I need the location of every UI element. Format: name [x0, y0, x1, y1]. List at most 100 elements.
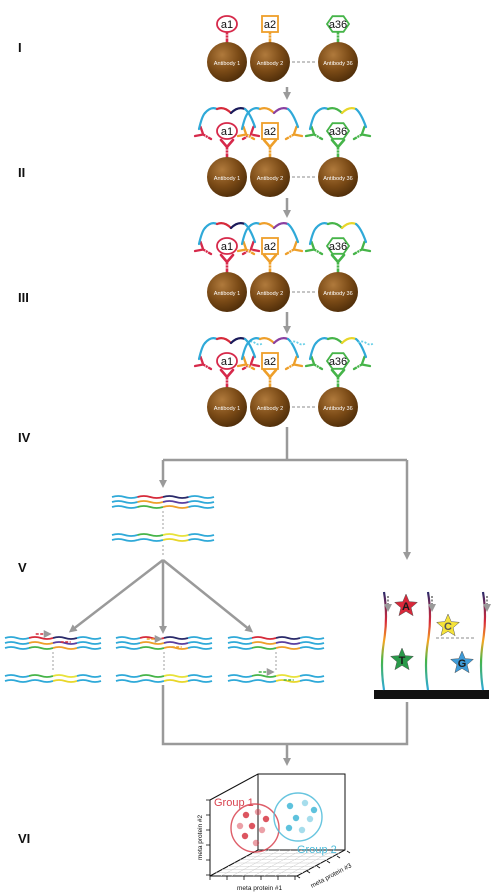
antibody-bead: Antibody 1: [207, 272, 247, 312]
bead-label: Antibody 2: [257, 406, 283, 412]
stage-label-6: VI: [18, 831, 31, 846]
antibody-bead: Antibody 2: [250, 387, 290, 427]
bead-label: Antibody 2: [257, 291, 283, 297]
dna-strand: [111, 533, 215, 537]
bead-label: Antibody 36: [323, 61, 353, 67]
antigen-label: a2: [264, 126, 276, 138]
antibody-bead: Antibody 36: [318, 387, 358, 427]
antibody-icon: [236, 125, 256, 141]
dna-probe-loop: [308, 107, 368, 131]
nucleotide-star-G: G: [449, 650, 475, 674]
antibody-bead: Antibody 1: [207, 157, 247, 197]
antibody-icon: [352, 240, 372, 256]
antigen-a2: a2: [261, 352, 279, 370]
x-axis-label: meta protein #1: [237, 885, 283, 892]
antibody-icon: [352, 125, 372, 141]
antibody-icon: [330, 138, 346, 159]
dna-probe-loop: [240, 337, 307, 361]
bead-label: Antibody 36: [323, 176, 353, 182]
flow-cell-surface: [374, 690, 489, 699]
dna-layer: [4, 495, 325, 683]
dna-strand: [111, 538, 215, 542]
dna-strand: [4, 674, 102, 678]
group-2-point: [286, 802, 294, 810]
group-2-point: [310, 806, 318, 814]
nucleotide-label: A: [402, 601, 410, 613]
dna-strand: [4, 636, 102, 640]
antibody-icon: [284, 240, 304, 256]
merge-line: [161, 685, 409, 746]
antibody-icon: [193, 355, 213, 371]
antigen-a1: a1: [216, 122, 238, 140]
antigen-label: a2: [264, 356, 276, 368]
antibody-icon: [262, 138, 278, 159]
bead-label: Antibody 36: [323, 291, 353, 297]
antigen-label: a36: [329, 19, 347, 31]
dna-strand: [4, 646, 102, 650]
group-2-point: [285, 824, 293, 832]
dna-probe-loop: [240, 107, 300, 131]
cluster-strand: [424, 591, 432, 691]
group-2-ellipse: [273, 792, 323, 842]
dna-strand: [4, 641, 102, 645]
group-1-point: [241, 832, 249, 840]
group-1-point: [236, 822, 244, 830]
dna-strand-group: [4, 630, 102, 683]
bead-label: Antibody 36: [323, 406, 353, 412]
antibody-icon: [284, 125, 304, 141]
antibody-icon: [193, 125, 213, 141]
dna-strand: [115, 679, 213, 683]
antibody-icon: [330, 253, 346, 274]
dna-strand: [111, 495, 215, 499]
antibody-bead: Antibody 1: [207, 42, 247, 82]
nucleotide-star-T: T: [389, 647, 415, 671]
antigen-label: a2: [264, 241, 276, 253]
antigen-a2: a2: [261, 237, 279, 255]
nucleotide-star-C: C: [435, 613, 461, 637]
axis-tick: [346, 850, 351, 854]
antibody-bead: Antibody 36: [318, 42, 358, 82]
dna-strand: [111, 505, 215, 509]
axis-tick: [296, 875, 301, 879]
antigen-a1: a1: [216, 237, 238, 255]
group-1-point: [262, 815, 270, 823]
antibody-icon: [304, 355, 324, 371]
cluster-strand: [380, 591, 388, 691]
stage-label-4: IV: [18, 430, 31, 445]
dna-strand-group: [115, 635, 213, 683]
antigen-label: a1: [221, 19, 233, 31]
antigen-label: a1: [221, 356, 233, 368]
bead-label: Antibody 1: [214, 176, 240, 182]
antibody-bead: Antibody 36: [318, 157, 358, 197]
dna-probe-loop: [197, 222, 257, 246]
antibody-icon: [304, 125, 324, 141]
antibody-icon: [284, 355, 304, 371]
dna-strand: [227, 641, 325, 645]
stage-label-5: V: [18, 560, 27, 575]
antigen-a36: a36: [325, 352, 351, 370]
nucleotide-label: G: [458, 658, 467, 670]
bead-label: Antibody 1: [214, 291, 240, 297]
dna-strand: [227, 679, 325, 683]
dna-strand: [227, 636, 325, 640]
group-2-point: [301, 799, 309, 807]
group-1-point: [252, 839, 260, 847]
stage-label-1: I: [18, 40, 22, 55]
cluster-strand: [479, 591, 487, 691]
dna-strand: [111, 500, 215, 504]
antigen-label: a1: [221, 126, 233, 138]
group-2-point: [292, 814, 300, 822]
antigen-a1: a1: [216, 15, 238, 33]
group-1-point: [254, 808, 262, 816]
antibody-icon: [330, 368, 346, 389]
antigen-a36: a36: [325, 237, 351, 255]
antigen-a2: a2: [261, 122, 279, 140]
dna-strand: [115, 636, 213, 640]
bead-label: Antibody 1: [214, 61, 240, 67]
antibody-bead: Antibody 1: [207, 387, 247, 427]
group-1-point: [242, 811, 250, 819]
axis-tick: [306, 870, 311, 874]
